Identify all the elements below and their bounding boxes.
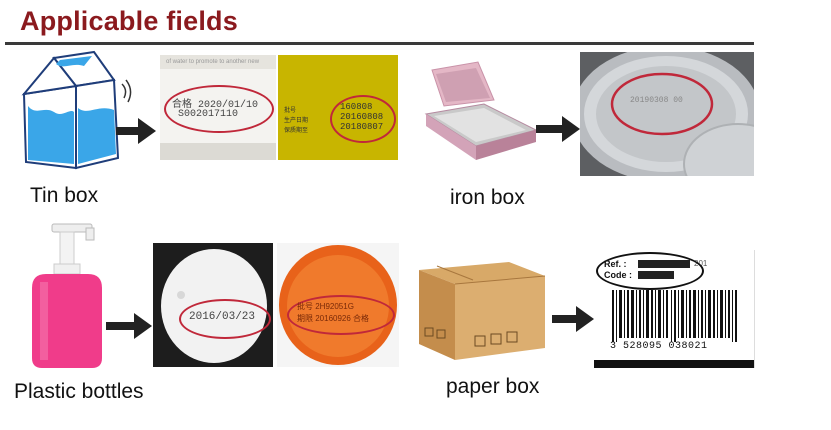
yellow-legend-3: 保质期至 (284, 128, 309, 134)
yellow-line-3: 20180807 (340, 122, 384, 132)
paper-box-illustration (415, 256, 551, 362)
svg-text:20190308 00: 20190308 00 (630, 96, 683, 105)
carton-print-photo: of water to promote to another new 合格 20… (160, 55, 276, 160)
carton-date-text: 合格 2020/01/10 (172, 100, 259, 111)
title-divider (5, 42, 754, 45)
yellow-label-photo: 批号 生产日期 保质期至 160808 20160808 20180807 (278, 55, 398, 160)
yellow-line-1: 160808 (340, 102, 373, 112)
arrow-right-icon (106, 313, 152, 344)
orange-cap-photo: 批号 2H92051G 期限 20160926 合格 (277, 243, 399, 367)
white-cap-photo: 2016/03/23 (153, 243, 273, 367)
orange-cap-line-1: 批号 2H92051G (297, 302, 354, 311)
pink-tin-illustration (418, 60, 538, 170)
arrow-right-icon (116, 118, 156, 149)
paper-box-label: paper box (446, 375, 540, 398)
arrow-right-icon (552, 306, 594, 337)
tin-box-label: Tin box (30, 184, 99, 207)
yellow-legend-1: 批号 (284, 108, 297, 114)
page-title: Applicable fields (20, 6, 238, 36)
carton-batch-text: S002017110 (178, 109, 239, 120)
plastic-bottles-label: Plastic bottles (14, 380, 144, 403)
yellow-legend-2: 生产日期 (284, 118, 309, 124)
arrow-right-icon (536, 116, 580, 147)
iron-box-label: iron box (450, 186, 525, 209)
orange-cap-line-2: 期限 20160926 合格 (297, 314, 370, 323)
yellow-line-2: 20160808 (340, 112, 384, 122)
barcode-label-photo: Ref. : 201 Code : 3 528095 038021 (594, 250, 755, 368)
white-cap-date: 2016/03/23 (189, 311, 256, 323)
barcode-number: 3 528095 038021 (610, 341, 708, 352)
pink-bottle-illustration (14, 220, 104, 370)
metal-lid-photo: 20190308 00 (580, 52, 754, 176)
milk-carton-illustration (14, 50, 134, 172)
